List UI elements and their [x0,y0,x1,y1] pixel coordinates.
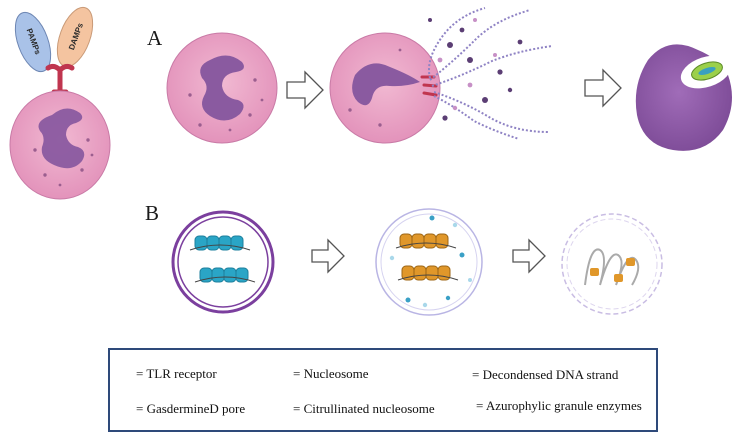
panel-b-stage-2 [375,208,483,316]
legend-box: = TLR receptor = GasdermineD pore = Nucl… [108,348,658,432]
tlr-receptor-icon [45,63,75,95]
nucleus [352,63,420,106]
arrow-icon [286,70,324,110]
nucleus [200,55,244,121]
decondensed-dna-icon [584,248,640,286]
panel-a-netosis-cell [329,7,553,144]
panel-label-b: B [145,201,159,225]
panel-a-neutrophil-1 [166,32,278,144]
panel-b-stage-3 [561,213,663,315]
legend-tlr-label: = TLR receptor [136,366,217,381]
pamps-ellipse [14,11,52,73]
nucleus [38,108,85,169]
neutrophil-cell [329,32,441,144]
receptor-neutrophil [9,6,111,200]
arrow-icon [512,238,546,274]
legend-citrullinated-label: = Citrullinated nucleosome [293,401,435,416]
macrophage-phagocytosis [635,44,732,151]
arrow-icon [584,68,622,108]
panel-b-stage-1 [171,210,275,314]
legend-dna-label: = Decondensed DNA strand [472,367,619,382]
legend-granule-label: = Azurophylic granule enzymes [476,398,642,413]
legend-gasdermin-label: = GasdermineD pore [136,401,246,416]
arrow-icon [311,238,345,274]
dna-strands [428,7,553,140]
granule-enzymes [389,215,472,308]
legend-nucleosome-label: = Nucleosome [293,366,369,381]
panel-label-a: A [147,26,163,50]
